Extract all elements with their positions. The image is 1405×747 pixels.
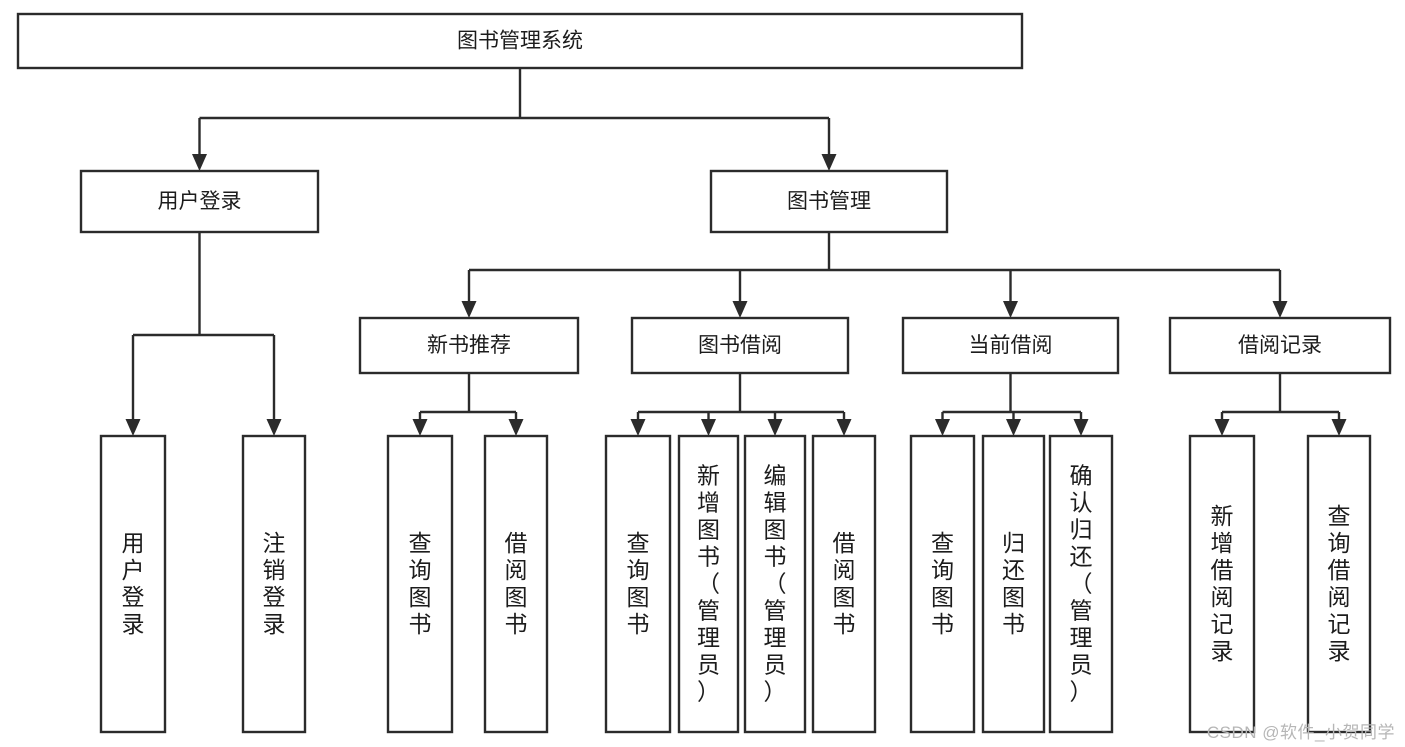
node-rect xyxy=(1188,434,1256,734)
node-label: 编辑图书（管理员） xyxy=(764,463,787,705)
node-leaf-确认归还（管理员）[interactable]: 确认归还（管理员） xyxy=(1048,434,1114,734)
arrow-head-icon xyxy=(1006,419,1021,436)
node-leaf-注销登录[interactable]: 注销登录 xyxy=(241,434,307,734)
node-label: 注销登录 xyxy=(263,530,286,637)
arrow-head-icon xyxy=(266,419,282,436)
node-label: 查询借阅记录 xyxy=(1328,503,1351,664)
arrow-head-icon xyxy=(1073,419,1089,436)
node-rect xyxy=(981,434,1046,734)
node-level3-当前借阅[interactable]: 当前借阅 xyxy=(901,316,1120,375)
arrow-head-icon xyxy=(836,419,852,436)
node-leaf-编辑图书（管理员）[interactable]: 编辑图书（管理员） xyxy=(743,434,807,734)
node-label: 查询图书 xyxy=(627,530,650,637)
node-rect xyxy=(743,434,807,734)
node-label: 新增借阅记录 xyxy=(1211,503,1234,664)
node-label: 查询图书 xyxy=(931,530,954,637)
arrow-head-icon xyxy=(508,419,524,436)
node-boxes: 图书管理系统用户登录图书管理新书推荐图书借阅当前借阅借阅记录用户登录注销登录查询… xyxy=(16,12,1392,734)
node-rect xyxy=(79,169,320,234)
node-rect xyxy=(1048,434,1114,734)
node-rect xyxy=(630,316,850,375)
arrow-head-icon xyxy=(1003,301,1018,318)
node-label: 借阅图书 xyxy=(833,530,856,637)
node-label: 当前借阅 xyxy=(969,334,1053,357)
node-label: 图书管理 xyxy=(787,190,871,213)
node-level3-图书借阅[interactable]: 图书借阅 xyxy=(630,316,850,375)
node-label: 确认归还（管理员） xyxy=(1070,463,1093,705)
arrow-head-icon xyxy=(732,301,748,318)
node-rect xyxy=(811,434,877,734)
node-label: 借阅图书 xyxy=(505,530,528,637)
node-leaf-借阅图书[interactable]: 借阅图书 xyxy=(483,434,549,734)
node-rect xyxy=(1306,434,1372,734)
arrow-head-icon xyxy=(630,419,646,436)
node-leaf-新增借阅记录[interactable]: 新增借阅记录 xyxy=(1188,434,1256,734)
arrow-head-icon xyxy=(461,301,477,318)
node-rect xyxy=(709,169,949,234)
node-leaf-查询图书[interactable]: 查询图书 xyxy=(386,434,454,734)
connector-edges xyxy=(125,68,1347,436)
node-level3-借阅记录[interactable]: 借阅记录 xyxy=(1168,316,1392,375)
arrow-head-icon xyxy=(1331,419,1347,436)
arrow-head-icon xyxy=(767,419,783,436)
node-label: 查询图书 xyxy=(409,530,432,637)
arrow-head-icon xyxy=(1272,301,1288,318)
node-level2-用户登录[interactable]: 用户登录 xyxy=(79,169,320,234)
node-leaf-归还图书[interactable]: 归还图书 xyxy=(981,434,1046,734)
node-rect xyxy=(604,434,672,734)
node-rect xyxy=(99,434,167,734)
arrow-head-icon xyxy=(412,419,428,436)
node-rect xyxy=(241,434,307,734)
node-label: 图书借阅 xyxy=(698,334,782,357)
node-label: 新增图书（管理员） xyxy=(697,463,720,705)
arrow-head-icon xyxy=(1214,419,1230,436)
node-label: 借阅记录 xyxy=(1238,334,1322,357)
node-label: 用户登录 xyxy=(122,530,145,637)
node-rect xyxy=(901,316,1120,375)
node-label: 新书推荐 xyxy=(427,334,511,357)
node-rect xyxy=(16,12,1024,70)
node-label: 归还图书 xyxy=(1002,530,1025,637)
node-rect xyxy=(358,316,580,375)
arrow-head-icon xyxy=(935,419,950,436)
node-leaf-新增图书（管理员）[interactable]: 新增图书（管理员） xyxy=(677,434,740,734)
arrow-head-icon xyxy=(821,154,837,171)
node-root-图书管理系统[interactable]: 图书管理系统 xyxy=(16,12,1024,70)
node-leaf-查询借阅记录[interactable]: 查询借阅记录 xyxy=(1306,434,1372,734)
node-leaf-查询图书[interactable]: 查询图书 xyxy=(604,434,672,734)
node-rect xyxy=(386,434,454,734)
node-level2-图书管理[interactable]: 图书管理 xyxy=(709,169,949,234)
arrow-head-icon xyxy=(125,419,141,436)
node-leaf-查询图书[interactable]: 查询图书 xyxy=(909,434,976,734)
arrow-head-icon xyxy=(192,154,207,171)
node-leaf-借阅图书[interactable]: 借阅图书 xyxy=(811,434,877,734)
node-level3-新书推荐[interactable]: 新书推荐 xyxy=(358,316,580,375)
node-leaf-用户登录[interactable]: 用户登录 xyxy=(99,434,167,734)
arrow-head-icon xyxy=(701,419,716,436)
node-rect xyxy=(483,434,549,734)
node-rect xyxy=(677,434,740,734)
node-label: 用户登录 xyxy=(158,190,242,213)
node-label: 图书管理系统 xyxy=(457,30,583,53)
node-rect xyxy=(1168,316,1392,375)
node-rect xyxy=(909,434,976,734)
